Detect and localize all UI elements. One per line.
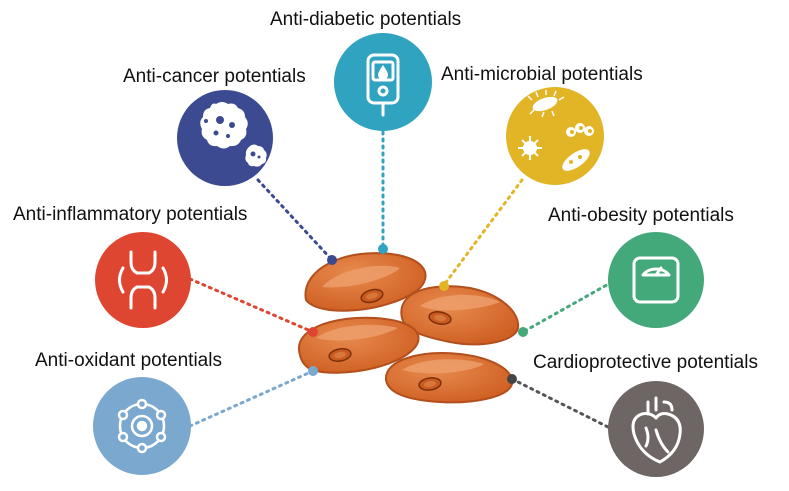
cardioprotective-circle <box>608 381 704 477</box>
molecule-icon <box>117 398 167 454</box>
anti-obesity-circle <box>608 232 704 328</box>
glucose-meter-icon <box>366 53 400 117</box>
connector-cardioprotective <box>510 377 614 431</box>
dot-cardioprotective <box>507 374 517 384</box>
cell-top <box>304 252 427 312</box>
microbes-icon <box>518 90 594 171</box>
anti-oxidant-circle <box>93 377 191 475</box>
cell-right <box>400 285 520 346</box>
connector-anti-oxidant <box>188 369 315 428</box>
dot-anti-obesity <box>518 327 528 337</box>
anti-microbial-circle <box>506 87 604 185</box>
connector-anti-inflammatory <box>188 277 315 334</box>
dot-anti-inflammatory <box>308 327 318 337</box>
label-anti-oxidant: Anti-oxidant potentials <box>35 350 222 371</box>
connector-dots <box>308 244 528 384</box>
anti-diabetic-circle <box>334 33 432 131</box>
label-anti-cancer: Anti-cancer potentials <box>123 66 306 87</box>
dot-anti-diabetic <box>378 244 388 254</box>
label-anti-diabetic: Anti-diabetic potentials <box>270 9 462 30</box>
anti-cancer-circle <box>177 90 273 186</box>
label-anti-inflammatory: Anti-inflammatory potentials <box>13 204 248 225</box>
heart-icon <box>631 396 682 464</box>
connector-anti-microbial <box>442 178 524 287</box>
dot-anti-cancer <box>327 255 337 265</box>
anti-inflammatory-circle <box>95 232 191 328</box>
joint-icon <box>118 250 168 310</box>
label-cardioprotective: Cardioprotective potentials <box>533 352 758 373</box>
weight-scale-icon <box>632 256 680 304</box>
cell-cluster <box>297 252 520 404</box>
cell-left <box>297 316 420 374</box>
connectors <box>188 130 614 431</box>
dot-anti-oxidant <box>308 366 318 376</box>
label-anti-microbial: Anti-microbial potentials <box>441 64 643 85</box>
cell-bottom <box>384 352 514 404</box>
connector-anti-obesity <box>521 280 614 334</box>
cancer-cell-icon <box>200 102 267 167</box>
dot-anti-microbial <box>439 281 449 291</box>
label-anti-obesity: Anti-obesity potentials <box>548 205 734 226</box>
connector-anti-cancer <box>256 178 334 262</box>
